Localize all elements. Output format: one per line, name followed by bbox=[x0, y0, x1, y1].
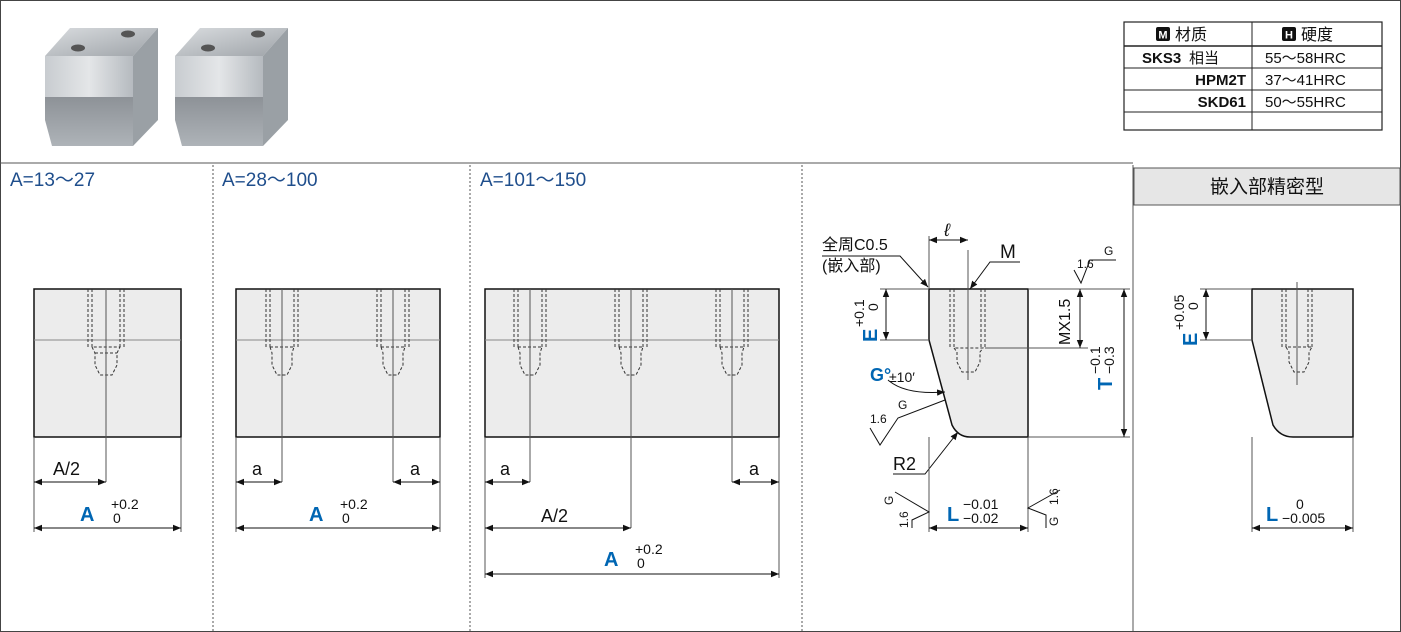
precision-view: E +0.05 0 L 0 −0.005 bbox=[1171, 282, 1354, 532]
precision-title-box bbox=[1133, 167, 1401, 206]
dim-a: A bbox=[80, 504, 94, 526]
dim-l-tol-lower: −0.005 bbox=[1282, 510, 1325, 526]
hardness-header: 硬度 bbox=[1301, 26, 1333, 44]
dim-mx: MX1.5 bbox=[1057, 299, 1074, 345]
dim-e-tol-lower: 0 bbox=[865, 303, 881, 311]
dim-e: E bbox=[860, 329, 882, 342]
dim-a-left: a bbox=[500, 459, 511, 479]
dim-a-right: a bbox=[749, 459, 760, 479]
hardness-cell: 50～55HRC bbox=[1265, 94, 1346, 111]
front-view-1: A/2 A +0.2 0 bbox=[33, 288, 182, 532]
dim-a-left: a bbox=[252, 459, 263, 479]
dim-m: M bbox=[1000, 242, 1016, 263]
dim-t: T bbox=[1095, 378, 1117, 390]
dim-e-tol-lower: 0 bbox=[1185, 302, 1201, 310]
h-icon: H bbox=[1285, 30, 1293, 42]
dim-a-tol-lower: 0 bbox=[637, 555, 645, 571]
dim-e-tol-upper: +0.1 bbox=[851, 299, 867, 327]
dim-a-half: A/2 bbox=[541, 506, 568, 526]
hardness-cell: 37～41HRC bbox=[1265, 72, 1346, 89]
dim-t-tol-upper: −0.1 bbox=[1087, 346, 1103, 374]
dim-l-tol-lower: −0.02 bbox=[963, 510, 999, 526]
dim-a: A bbox=[309, 504, 323, 526]
dim-ell: ℓ bbox=[943, 220, 951, 240]
material-header: 材质 bbox=[1175, 26, 1207, 44]
dim-g-tol: ±10′ bbox=[889, 369, 915, 385]
front-view-2: a a A +0.2 0 bbox=[235, 288, 441, 532]
chamfer-note: 全周C0.5 bbox=[822, 236, 888, 254]
rough-value: 1.6 bbox=[1077, 257, 1094, 271]
dim-a-right: a bbox=[410, 459, 421, 479]
side-view: ℓ M 全周C0.5 (嵌入部) E +0.1 0 MX1.5 T −0.1 −… bbox=[822, 220, 1130, 532]
rough-grade: G bbox=[898, 398, 907, 412]
product-photo-2 bbox=[175, 28, 288, 146]
rough-value: 1.6 bbox=[1047, 488, 1061, 505]
material-table: M 材质 H 硬度 SKS3 相当 55～58HRC HPM2T 37～41HR… bbox=[1123, 21, 1383, 131]
material-cell: SKS3 bbox=[1142, 50, 1181, 67]
material-suffix: 相当 bbox=[1189, 50, 1219, 67]
precision-title: 嵌入部精密型 bbox=[1210, 176, 1324, 198]
material-cell: SKD61 bbox=[1198, 94, 1246, 111]
dim-l: L bbox=[1266, 504, 1278, 526]
rough-value: 1.6 bbox=[870, 412, 887, 426]
dim-g-angle: G° bbox=[870, 365, 891, 385]
hardness-cell: 55～58HRC bbox=[1265, 50, 1346, 67]
range-label-1: A=13～27 bbox=[10, 170, 95, 191]
range-label-2: A=28～100 bbox=[222, 170, 318, 191]
dim-e: E bbox=[1180, 333, 1202, 346]
dim-a-tol-upper: +0.2 bbox=[340, 496, 368, 512]
chamfer-note-sub: (嵌入部) bbox=[822, 257, 881, 275]
dim-t-tol-lower: −0.3 bbox=[1101, 346, 1117, 374]
m-icon: M bbox=[1158, 30, 1167, 42]
dim-e-tol-upper: +0.05 bbox=[1171, 294, 1187, 330]
dim-r2: R2 bbox=[893, 454, 916, 474]
dim-l-tol-upper: 0 bbox=[1296, 496, 1304, 512]
rough-grade: G bbox=[1047, 517, 1061, 526]
range-label-3: A=101～150 bbox=[480, 170, 586, 191]
material-cell: HPM2T bbox=[1195, 72, 1246, 89]
dim-a-tol-lower: 0 bbox=[342, 510, 350, 526]
rough-value: 1.6 bbox=[897, 511, 911, 528]
dim-a-tol-upper: +0.2 bbox=[111, 496, 139, 512]
product-photo-1 bbox=[45, 28, 158, 146]
rough-grade: G bbox=[1104, 244, 1113, 258]
dim-a: A bbox=[604, 549, 618, 571]
rough-grade: G bbox=[882, 496, 896, 505]
dim-a-tol-upper: +0.2 bbox=[635, 541, 663, 557]
dim-a-tol-lower: 0 bbox=[113, 510, 121, 526]
front-view-3: a a A/2 A +0.2 0 bbox=[484, 288, 780, 578]
dim-a-half: A/2 bbox=[53, 459, 80, 479]
dim-l-tol-upper: −0.01 bbox=[963, 496, 999, 512]
dim-l: L bbox=[947, 504, 959, 526]
